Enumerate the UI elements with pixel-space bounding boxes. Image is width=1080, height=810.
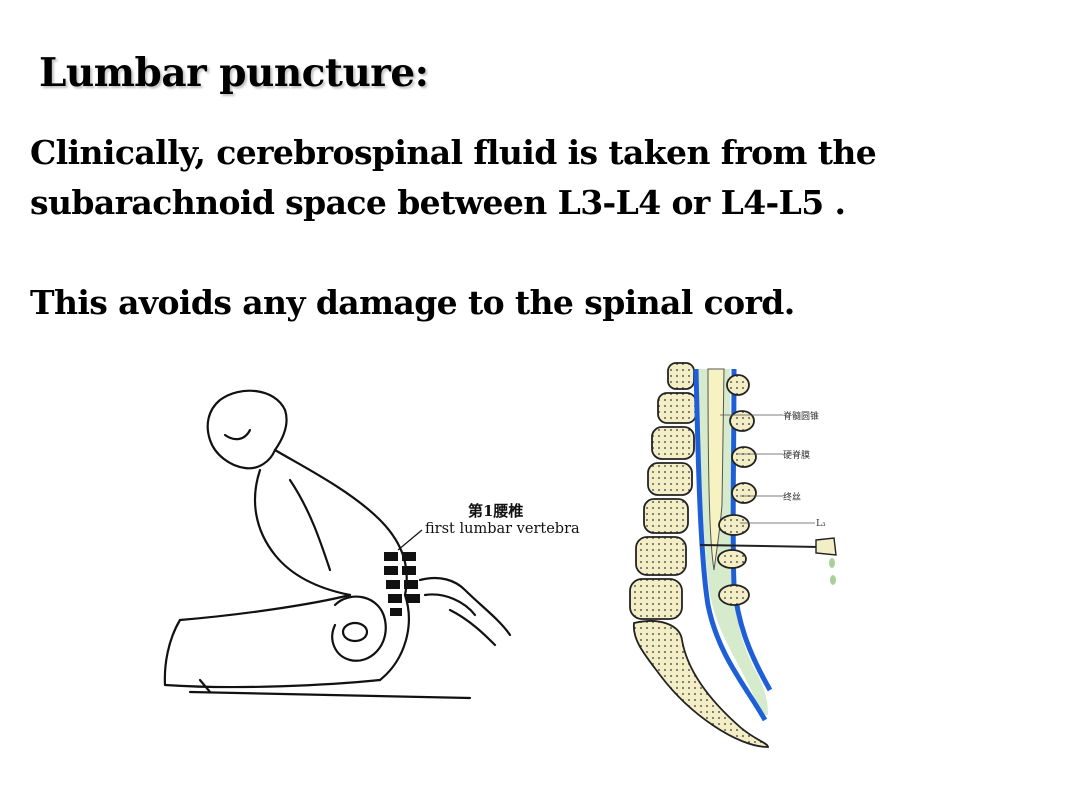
slide-title: Lumbar puncture: — [39, 50, 429, 96]
body-line-2: subarachnoid space between L3-L4 or L4-L… — [30, 183, 846, 222]
label-l3: L₃ — [816, 519, 826, 529]
label-dura-mater: 硬脊膜 — [783, 449, 810, 461]
patient-drawing: 第1腰椎 first lumbar vertebra — [163, 389, 580, 700]
spine-drawing: 脊髓圆锥 硬脊膜 终丝 L₃ — [629, 362, 837, 748]
body-paragraph-1: Clinically, cerebrospinal fluid is taken… — [30, 128, 877, 228]
body-paragraph-2: This avoids any damage to the spinal cor… — [30, 283, 795, 322]
label-first-lumbar-en: first lumbar vertebra — [425, 521, 580, 537]
label-first-lumbar-cn: 第1腰椎 — [468, 502, 523, 520]
label-conus-medullaris: 脊髓圆锥 — [783, 410, 819, 422]
body-line-1: Clinically, cerebrospinal fluid is taken… — [30, 133, 877, 172]
label-filum-terminale: 终丝 — [783, 491, 801, 503]
patient-posture-illustration: 第1腰椎 first lumbar vertebra — [150, 380, 590, 710]
spine-cross-section-diagram: 脊髓圆锥 硬脊膜 终丝 L₃ — [620, 355, 865, 755]
